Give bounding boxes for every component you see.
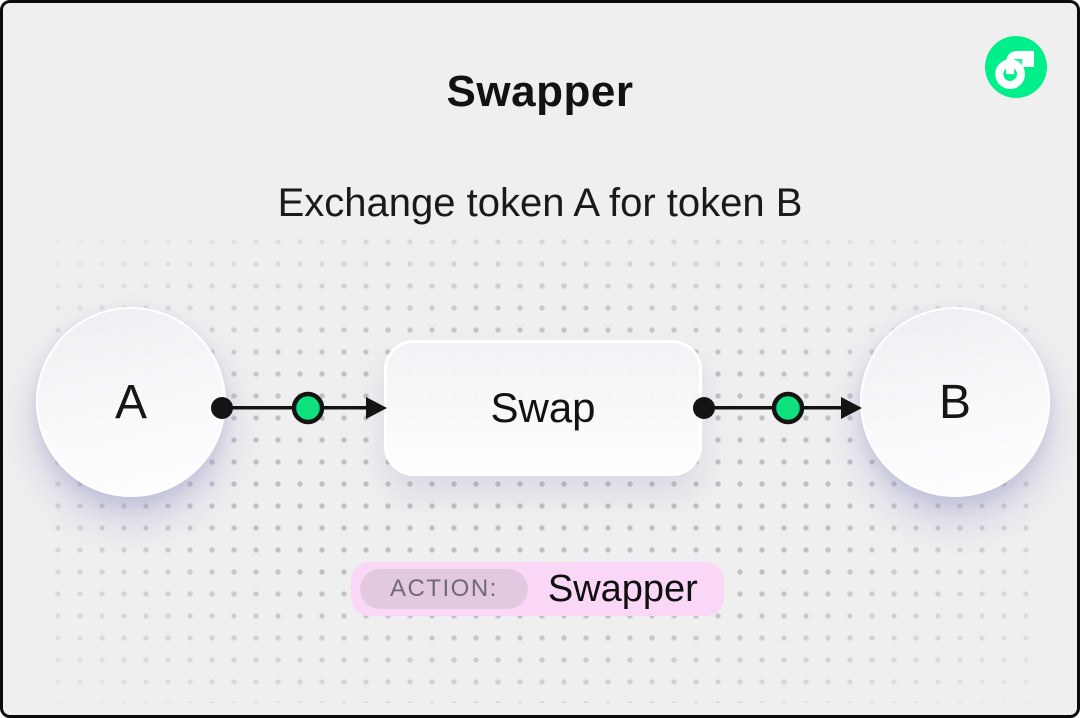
page-subtitle: Exchange token A for token B	[277, 181, 803, 225]
page-title: Swapper	[446, 67, 634, 116]
flow-arrow-left	[211, 391, 387, 425]
arrow-start-dot	[211, 397, 233, 419]
swap-action-label: Swap	[490, 384, 596, 431]
action-badge-prefix: ACTION:	[360, 569, 528, 609]
flow-logo-icon	[985, 36, 1047, 98]
arrowhead-icon	[366, 397, 387, 419]
token-b-label: B	[938, 375, 971, 429]
action-badge-value: Swapper	[547, 567, 698, 610]
token-transfer-dot	[771, 391, 805, 425]
token-transfer-dot	[291, 391, 325, 425]
token-b-node: B	[860, 307, 1050, 497]
flow-arrow-right	[693, 391, 862, 425]
arrow-start-dot	[693, 397, 715, 419]
arrowhead-icon	[841, 397, 862, 419]
token-a-label: A	[114, 375, 147, 429]
swap-action-node: Swap	[384, 340, 702, 476]
token-a-node: A	[36, 307, 226, 497]
action-badge: ACTION: Swapper	[351, 562, 724, 616]
